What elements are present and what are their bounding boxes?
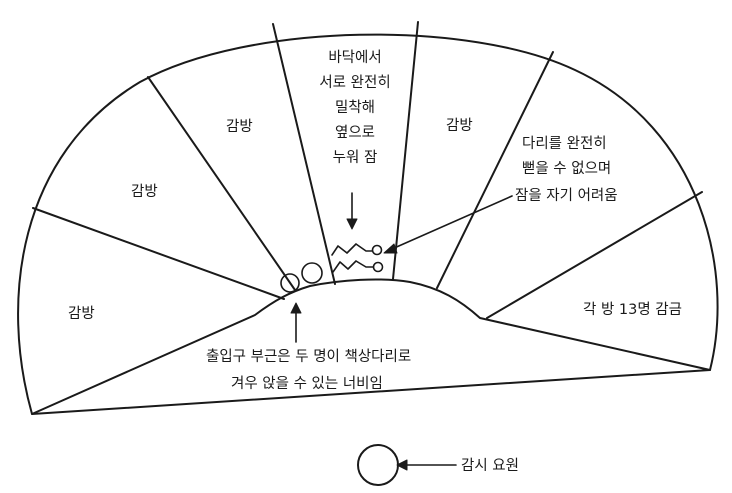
center-desc-line-5: 누워 잠 <box>333 149 378 166</box>
center-desc-line-1: 바닥에서 <box>328 49 381 66</box>
legs-note-line-3: 잠을 자기 어려움 <box>515 187 618 204</box>
guard-label: 감시 요원 <box>461 457 519 474</box>
sleeping-figure-bottom <box>332 260 384 273</box>
arrow-to-entrance <box>290 302 302 343</box>
cell-label-left-bottom: 감방 <box>68 305 95 322</box>
center-desc-line-4: 옆으로 <box>335 124 375 141</box>
entrance-note-line-1: 출입구 부근은 두 명이 책상다리로 <box>206 348 411 365</box>
seated-figure-head-2 <box>301 262 323 284</box>
guard-post <box>357 444 399 486</box>
seated-figure-head-1 <box>280 273 300 293</box>
cell-wall-1 <box>32 207 285 300</box>
outer-wall <box>17 33 719 415</box>
cell-wall-3 <box>272 23 336 285</box>
cell-label-left-top: 감방 <box>226 118 253 135</box>
cell-wall-2 <box>147 76 296 291</box>
cell-label-right-bottom: 각 방 13명 감금 <box>583 301 682 318</box>
center-desc-line-3: 밀착해 <box>335 99 375 116</box>
cell-wall-6 <box>486 191 703 319</box>
cell-label-right-top: 감방 <box>446 117 473 134</box>
cell-wall-4 <box>392 21 419 280</box>
entrance-note-line-2: 겨우 앉을 수 있는 너비임 <box>231 375 383 392</box>
legs-note-line-2: 뻗을 수 없으며 <box>522 160 611 177</box>
arrow-to-guard <box>396 459 457 471</box>
sleeping-figure-top <box>331 243 383 256</box>
cell-label-left-middle: 감방 <box>131 183 158 200</box>
arrow-to-legs <box>383 195 513 254</box>
legs-note-line-1: 다리를 완전히 <box>522 135 607 152</box>
inner-hall-wall <box>31 278 711 415</box>
arrow-to-sleepers <box>346 192 358 230</box>
cell-wall-5 <box>436 51 554 289</box>
center-desc-line-2: 서로 완전히 <box>319 74 390 91</box>
